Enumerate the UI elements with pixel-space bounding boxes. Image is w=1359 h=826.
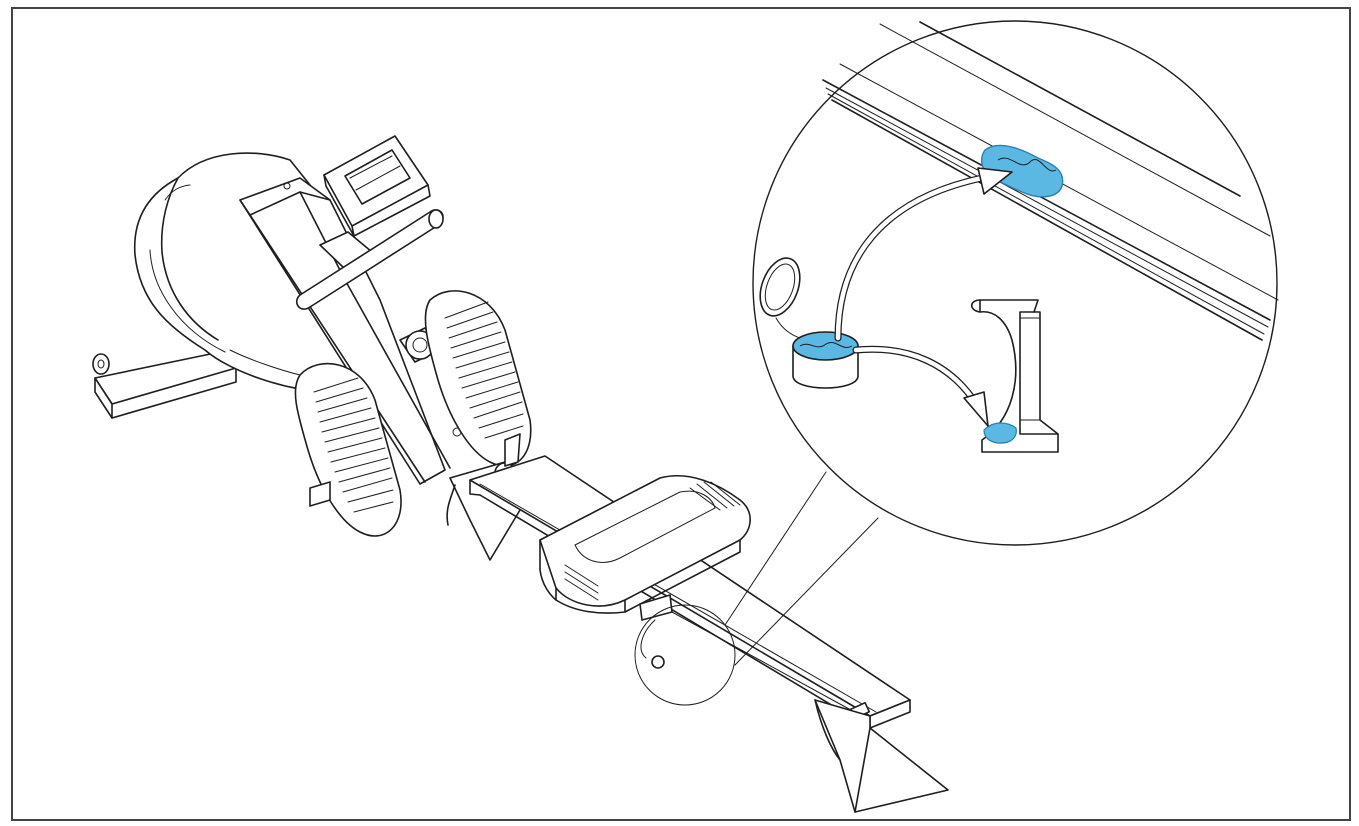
zoom-circle (752, 20, 1278, 546)
front-foot (814, 699, 949, 813)
rowing-machine-icon (92, 135, 949, 813)
arrow-to-rail-icon (834, 167, 1013, 342)
console-monitor (319, 135, 431, 269)
footrest-left (294, 362, 402, 537)
lubricant-tub-icon (759, 257, 859, 389)
detail-locator-circle (634, 604, 736, 706)
zoom-detail (752, 20, 1279, 546)
seat-icon (539, 474, 751, 621)
arrow-to-profile-icon (852, 345, 989, 427)
figure-frame (11, 7, 1351, 821)
handle-bar-icon (295, 209, 444, 310)
lubricant-on-profile (983, 422, 1017, 444)
leader-line-top (724, 471, 827, 626)
leader-line-bottom (734, 517, 879, 666)
rail-cross-section-icon (970, 299, 1059, 453)
footrest-right (424, 290, 532, 467)
seat-wire (640, 619, 665, 669)
tub-lubricant (792, 331, 859, 361)
monitor-screen (344, 149, 411, 205)
tub-lid (759, 257, 801, 317)
rear-stabilizer (92, 351, 237, 419)
transport-wheel-icon (92, 353, 110, 375)
